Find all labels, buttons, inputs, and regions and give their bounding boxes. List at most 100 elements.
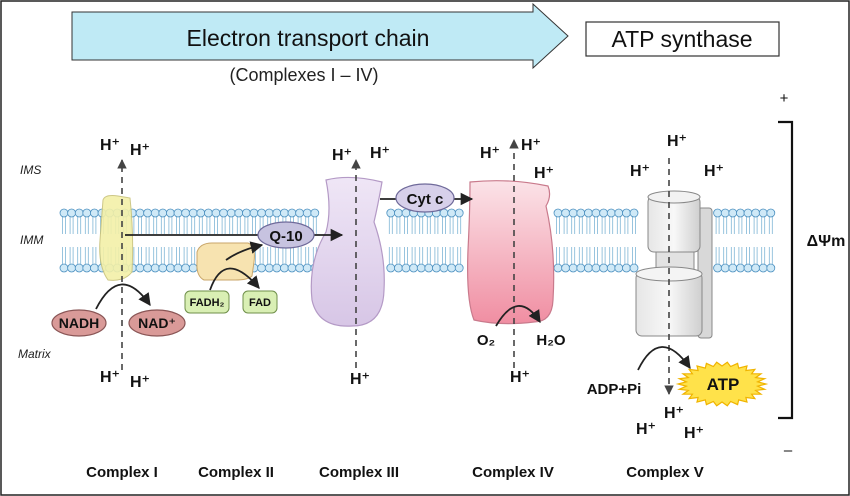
q10-bubble	[257, 221, 315, 249]
nad-label: NAD⁺	[138, 315, 176, 331]
lipid-head	[181, 263, 191, 273]
lipid-head	[90, 263, 99, 273]
proton-label: H⁺	[480, 145, 500, 162]
lipid-head	[67, 208, 76, 218]
gradient-minus: –	[784, 442, 793, 459]
proton-label: H⁺	[130, 142, 150, 159]
lipid-head	[181, 208, 191, 218]
lipid-head	[158, 263, 168, 273]
lipid-head	[393, 208, 403, 218]
lipid-head	[386, 208, 396, 218]
etc-subtitle: (Complexes I – IV)	[229, 65, 378, 85]
proton-label: H⁺	[370, 145, 390, 162]
lipid-head	[203, 208, 213, 218]
lipid-head	[439, 263, 449, 273]
lipid-head	[599, 208, 608, 218]
gradient-bracket	[778, 120, 794, 420]
lipid-head	[584, 208, 593, 218]
etc-title: Electron transport chain	[187, 25, 430, 51]
lipid-head	[393, 263, 403, 273]
lipid-head	[287, 263, 297, 273]
complex-v-protein	[635, 190, 713, 339]
fadh2-oxidation-arrow	[209, 267, 260, 291]
lipid-head	[629, 208, 639, 218]
proton-label: H⁺	[636, 421, 656, 438]
complex-v-label: Complex V	[626, 464, 704, 481]
complex-iv-label: Complex IV	[472, 464, 554, 481]
lipid-head	[751, 208, 760, 218]
h2o-label: H₂O	[536, 332, 565, 349]
lipid-head	[576, 208, 586, 218]
lipid-head	[295, 263, 305, 273]
lipid-head	[614, 263, 624, 273]
lipid-head	[74, 208, 84, 218]
lipid-head	[272, 208, 282, 218]
lipid-head	[196, 208, 206, 218]
lipid-head	[728, 208, 738, 218]
lipid-head	[90, 208, 99, 218]
atp-synthase-label: ATP synthase	[611, 26, 752, 52]
nad-bubble	[128, 309, 186, 337]
lipid-head	[173, 263, 183, 273]
proton-label: H⁺	[534, 165, 554, 182]
lipid-head	[279, 263, 289, 273]
lipid-head	[743, 263, 753, 273]
ims-label: IMS	[20, 163, 41, 177]
lipid-head	[59, 208, 69, 218]
proton-label: H⁺	[684, 425, 704, 442]
lipid-head	[143, 208, 153, 218]
proton-label: H⁺	[130, 374, 150, 391]
lipid-head	[584, 263, 593, 273]
lipid-head	[158, 208, 168, 218]
proton-label: H⁺	[332, 147, 352, 164]
lipid-head	[302, 263, 312, 273]
lipid-head	[431, 263, 441, 273]
lipid-head	[591, 263, 601, 273]
nadh-oxidation-arrow	[95, 283, 151, 310]
lipid-head	[568, 208, 578, 218]
lipid-head	[713, 208, 722, 218]
lipid-head	[454, 263, 464, 273]
atp-label: ATP	[707, 375, 740, 394]
lipid-head	[622, 263, 631, 273]
fadh2-label: FADH₂	[190, 297, 225, 309]
lipid-head	[135, 208, 145, 218]
complex-ii-electron-arrow	[225, 241, 264, 261]
lipid-head	[401, 263, 411, 273]
proton-label: H⁺	[510, 369, 530, 386]
lipid-head	[614, 208, 624, 218]
lipid-head	[67, 263, 76, 273]
lipid-head	[264, 208, 274, 218]
proton-label: H⁺	[100, 137, 120, 154]
lipid-head	[219, 208, 229, 218]
lipid-head	[165, 263, 175, 273]
gradient-plus: +	[780, 90, 789, 107]
lipid-head	[599, 263, 608, 273]
lipid-head	[188, 208, 198, 218]
lipid-head	[751, 263, 760, 273]
fad-box	[242, 290, 278, 314]
proton-label: H⁺	[521, 137, 541, 154]
nadh-label: NADH	[59, 315, 99, 331]
lipid-head	[74, 263, 84, 273]
lipid-head	[272, 263, 282, 273]
proton-label: H⁺	[100, 369, 120, 386]
lipid-head	[758, 263, 768, 273]
lipid-head	[226, 208, 236, 218]
lipid-head	[173, 208, 183, 218]
lipid-head	[561, 263, 570, 273]
proton-label: H⁺	[667, 133, 687, 150]
lipid-head	[766, 263, 776, 273]
lipid-head	[386, 263, 396, 273]
lipid-head	[302, 208, 312, 218]
etc-arrow	[71, 2, 569, 70]
lipid-head	[249, 208, 259, 218]
fad-label: FAD	[249, 297, 271, 309]
lipid-head	[758, 208, 768, 218]
proton-label: H⁺	[350, 371, 370, 388]
lipid-head	[606, 208, 616, 218]
lipid-head	[720, 263, 730, 273]
lipid-head	[553, 263, 563, 273]
lipid-head	[736, 263, 745, 273]
